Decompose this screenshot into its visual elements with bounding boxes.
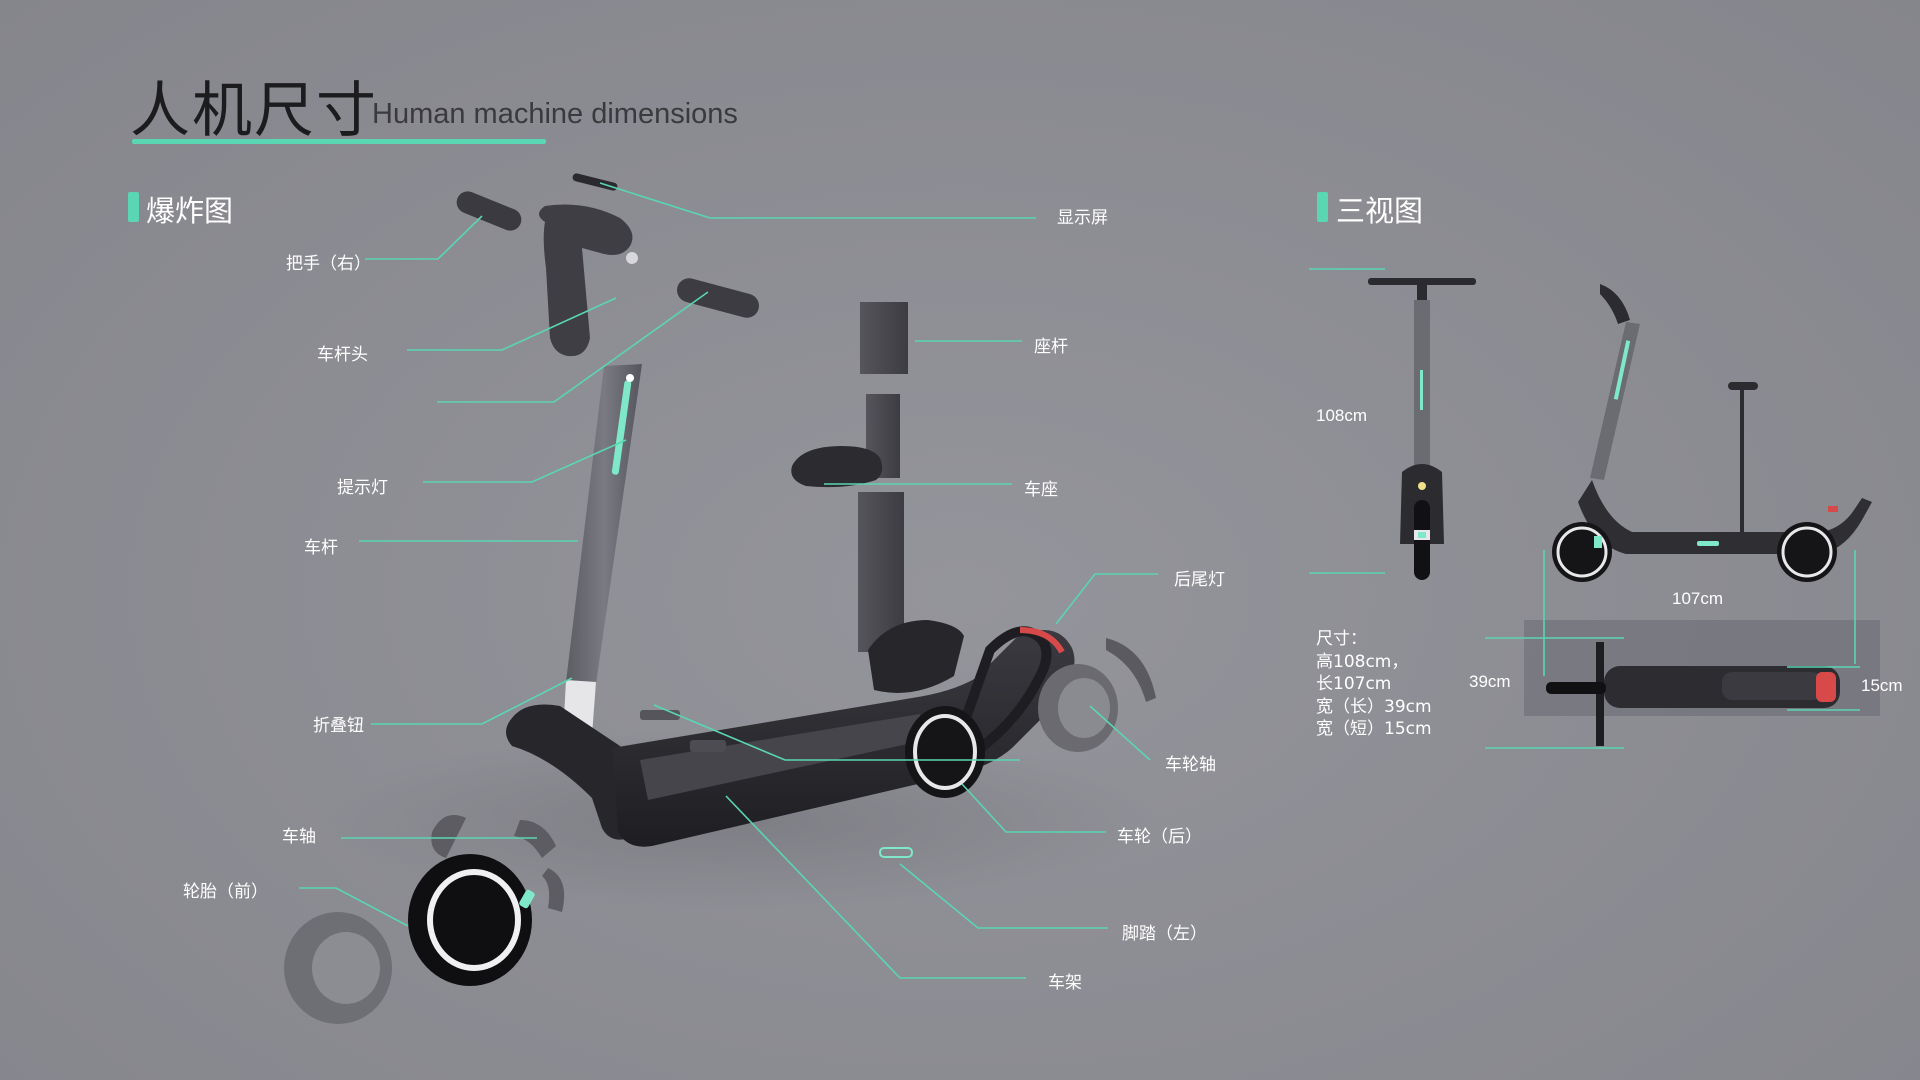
page-subtitle: Human machine dimensions [372,98,738,130]
spec-line-width-short: 宽（短）15cm [1316,719,1432,739]
label-rear-wheel: 车轮（后） [1117,827,1202,847]
label-front-tire: 轮胎（前） [183,882,268,902]
label-frame: 车架 [1048,973,1082,993]
section-marker-exploded [128,192,139,222]
dimension-lines [1309,268,1860,749]
section-marker-three-view [1317,192,1328,222]
page-title: 人机尺寸 [130,76,378,146]
dim-short-width: 15cm [1861,676,1903,695]
section-title-three-view: 三视图 [1336,194,1424,228]
label-stem-head: 车杆头 [317,345,368,365]
dim-height: 108cm [1316,406,1368,425]
label-indicator: 提示灯 [337,478,388,498]
leader-lines [299,182,1158,979]
exploded-scooter-illustration [284,173,1160,1024]
label-display: 显示屏 [1057,208,1108,228]
label-seat: 车座 [1024,480,1058,500]
label-fold-button: 折叠钮 [313,716,364,736]
top-view-illustration [1524,620,1880,746]
front-view-illustration [1368,278,1476,580]
spec-line-length: 长107cm [1316,674,1392,694]
label-wheel-axle: 车轮轴 [1165,755,1216,775]
side-view-illustration [1552,284,1872,582]
spec-line-height: 高108cm， [1316,651,1409,672]
section-title-exploded: 爆炸图 [146,194,234,228]
label-axle: 车轴 [282,827,316,847]
spec-line-title: 尺寸： [1316,629,1367,649]
spec-line-width-long: 宽（长）39cm [1316,696,1432,717]
dim-width: 39cm [1469,672,1511,691]
label-stem: 车杆 [304,538,338,558]
dim-length: 107cm [1672,589,1724,608]
label-handle-right: 把手（右） [286,254,371,274]
label-footrest-left: 脚踏（左） [1122,924,1207,944]
title-underline [132,139,546,144]
label-tail-light: 后尾灯 [1174,570,1225,590]
label-seat-post: 座杆 [1034,337,1068,357]
spec-block: 尺寸： 高108cm， 长107cm 宽（长）39cm 宽（短）15cm [1316,628,1432,741]
